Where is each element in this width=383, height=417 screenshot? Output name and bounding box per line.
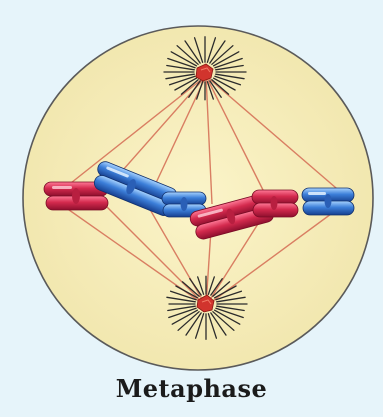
- chromosome-red-right: [252, 190, 298, 217]
- chromosome-blue-right: [302, 188, 354, 215]
- figure-caption: Metaphase: [0, 374, 383, 403]
